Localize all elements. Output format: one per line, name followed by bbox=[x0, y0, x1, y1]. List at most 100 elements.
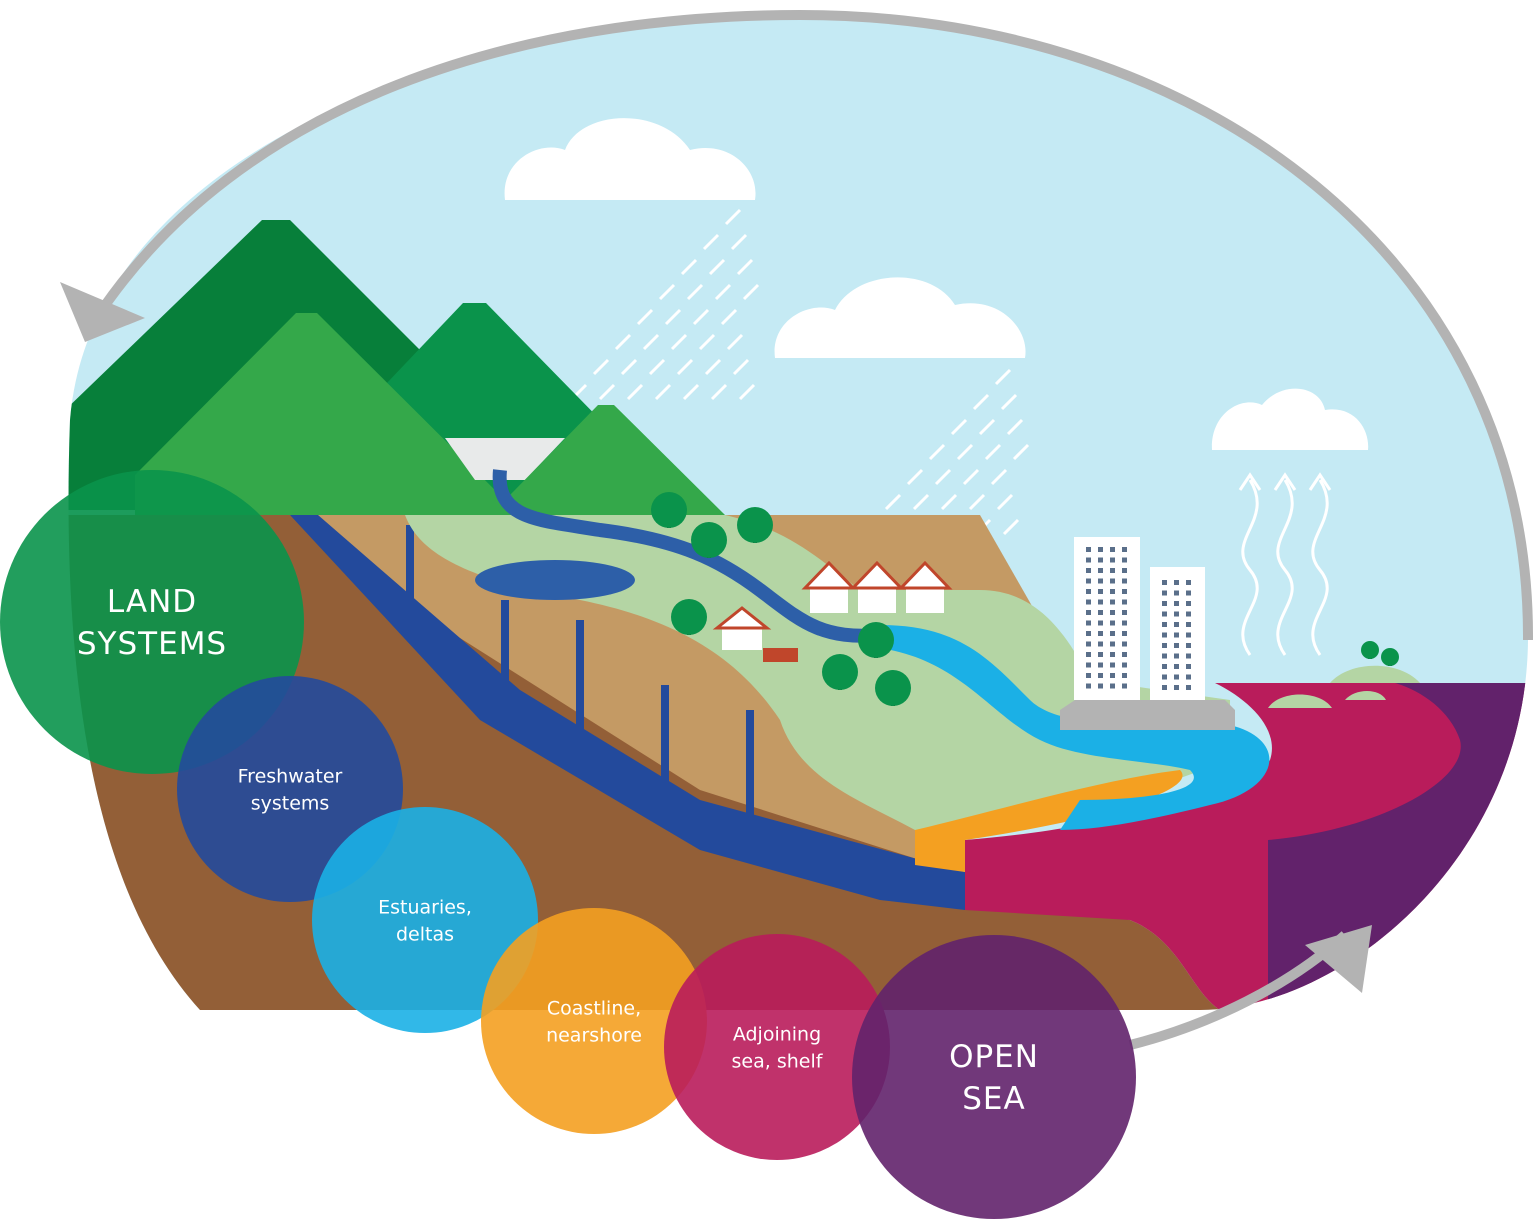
window bbox=[1186, 664, 1191, 669]
raindrop bbox=[648, 358, 666, 376]
window bbox=[1174, 580, 1179, 585]
raindrop bbox=[670, 333, 688, 351]
window bbox=[1110, 673, 1115, 678]
window bbox=[1098, 631, 1103, 636]
raindrop bbox=[686, 283, 704, 301]
tree-icon bbox=[691, 522, 727, 558]
window bbox=[1122, 673, 1127, 678]
window bbox=[1122, 631, 1127, 636]
raindrop bbox=[726, 333, 744, 351]
cloud-icon bbox=[504, 118, 1369, 450]
window bbox=[1122, 568, 1127, 573]
window bbox=[1162, 601, 1167, 606]
window bbox=[1086, 557, 1091, 563]
raindrop bbox=[592, 358, 610, 376]
stage-circle bbox=[852, 935, 1136, 1219]
groundwater-band bbox=[290, 515, 965, 910]
stage-label: sea, shelf bbox=[732, 1051, 824, 1073]
coastline-sand bbox=[915, 770, 1183, 872]
stage-circle bbox=[664, 934, 890, 1160]
window bbox=[1122, 589, 1127, 594]
raindrop bbox=[714, 283, 732, 301]
window bbox=[1122, 641, 1127, 647]
stage-label: systems bbox=[251, 793, 330, 815]
raindrop bbox=[676, 358, 694, 376]
city-buildings bbox=[1060, 537, 1235, 730]
raindrop bbox=[996, 493, 1014, 511]
window bbox=[1162, 643, 1167, 648]
raindrop bbox=[720, 308, 738, 326]
raindrop bbox=[934, 468, 952, 486]
window bbox=[1098, 673, 1103, 678]
trees bbox=[651, 492, 1399, 706]
stage-label: Adjoining bbox=[733, 1024, 821, 1046]
stage-label: LAND bbox=[107, 584, 197, 620]
stage-label: nearshore bbox=[546, 1025, 642, 1047]
window bbox=[1086, 652, 1091, 657]
window bbox=[1186, 590, 1191, 596]
window bbox=[1186, 601, 1191, 606]
window bbox=[1186, 611, 1191, 617]
raindrop bbox=[636, 308, 654, 326]
raindrop bbox=[912, 493, 930, 511]
window bbox=[1186, 580, 1191, 585]
window bbox=[1174, 674, 1179, 680]
raindrop bbox=[654, 383, 672, 401]
raindrop bbox=[664, 308, 682, 326]
window bbox=[1098, 578, 1103, 584]
window bbox=[1186, 674, 1191, 680]
raindrop bbox=[1000, 393, 1018, 411]
window bbox=[1086, 673, 1091, 678]
arrowhead-icon bbox=[60, 282, 145, 342]
window bbox=[1098, 589, 1103, 594]
window bbox=[1162, 685, 1167, 690]
window bbox=[1086, 641, 1091, 647]
tree-icon bbox=[737, 507, 773, 543]
raindrop bbox=[658, 283, 676, 301]
raindrop bbox=[598, 383, 616, 401]
raindrop bbox=[692, 308, 710, 326]
window bbox=[1186, 685, 1191, 690]
window bbox=[1162, 664, 1167, 669]
raindrop bbox=[742, 283, 760, 301]
window bbox=[1122, 557, 1127, 563]
window bbox=[1098, 568, 1103, 573]
window bbox=[1086, 578, 1091, 584]
raindrop bbox=[682, 383, 700, 401]
window bbox=[1122, 662, 1127, 668]
window bbox=[1110, 589, 1115, 594]
window bbox=[1110, 557, 1115, 563]
stage-label: SEA bbox=[962, 1081, 1025, 1117]
window bbox=[1098, 599, 1103, 605]
window bbox=[1086, 620, 1091, 626]
raindrop bbox=[972, 393, 990, 411]
raindrop bbox=[928, 443, 946, 461]
window bbox=[1174, 632, 1179, 638]
window bbox=[1086, 610, 1091, 615]
window bbox=[1122, 620, 1127, 626]
raindrop bbox=[626, 383, 644, 401]
houses bbox=[712, 560, 953, 662]
evaporation-arrows-icon bbox=[1238, 472, 1332, 656]
rain bbox=[570, 208, 1030, 536]
tree-icon bbox=[1381, 648, 1399, 666]
tree-icon bbox=[858, 622, 894, 658]
stage-label: Coastline, bbox=[547, 998, 641, 1020]
raindrop bbox=[956, 443, 974, 461]
raindrop bbox=[1002, 518, 1020, 536]
window bbox=[1162, 622, 1167, 627]
window bbox=[1162, 611, 1167, 617]
window bbox=[1122, 578, 1127, 584]
raindrop bbox=[1012, 443, 1030, 461]
window bbox=[1186, 622, 1191, 627]
window bbox=[1110, 631, 1115, 636]
window bbox=[1174, 643, 1179, 648]
window bbox=[1086, 683, 1091, 689]
window bbox=[1174, 590, 1179, 596]
raindrop bbox=[940, 493, 958, 511]
window bbox=[1122, 547, 1127, 552]
window bbox=[1110, 652, 1115, 657]
stage-label: SYSTEMS bbox=[77, 626, 227, 662]
